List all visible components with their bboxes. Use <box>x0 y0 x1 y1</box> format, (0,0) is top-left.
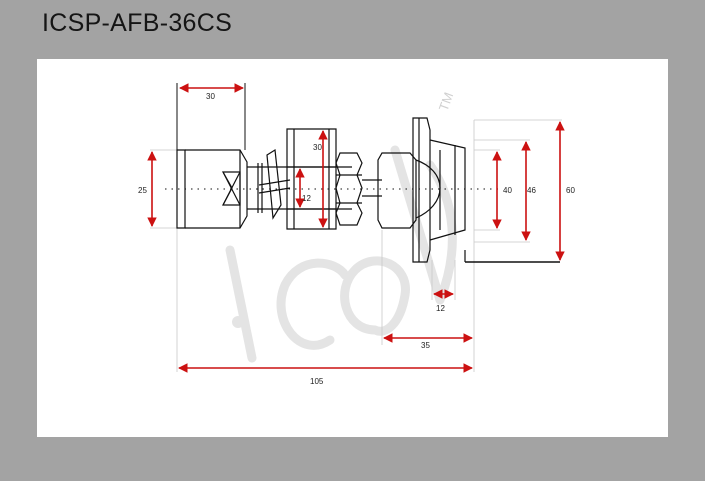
nut-block <box>286 128 337 230</box>
dim-d60: 60 <box>566 186 575 195</box>
dim-top-width: 30 <box>206 92 215 101</box>
hex-nut <box>335 152 363 226</box>
slanted-washer <box>266 148 282 220</box>
dimension-arrows <box>147 83 565 373</box>
dim-left-height: 25 <box>138 186 147 195</box>
dim-d46: 46 <box>527 186 536 195</box>
dim-overall: 105 <box>310 377 324 386</box>
top-extension <box>176 83 246 150</box>
extension-lines <box>150 119 562 372</box>
watermark-trademark: TM <box>436 90 457 113</box>
flange <box>412 117 431 263</box>
dim-d40: 40 <box>503 186 512 195</box>
dim-bottom-small: 12 <box>436 304 445 313</box>
dim-nut-height: 30 <box>313 143 322 152</box>
watermark-logo <box>225 145 457 363</box>
dim-bottom-mid: 35 <box>421 341 430 350</box>
head-body <box>377 152 417 229</box>
dim-inner-height: 12 <box>302 194 311 203</box>
drawing-title: ICSP-AFB-36CS <box>42 9 233 37</box>
